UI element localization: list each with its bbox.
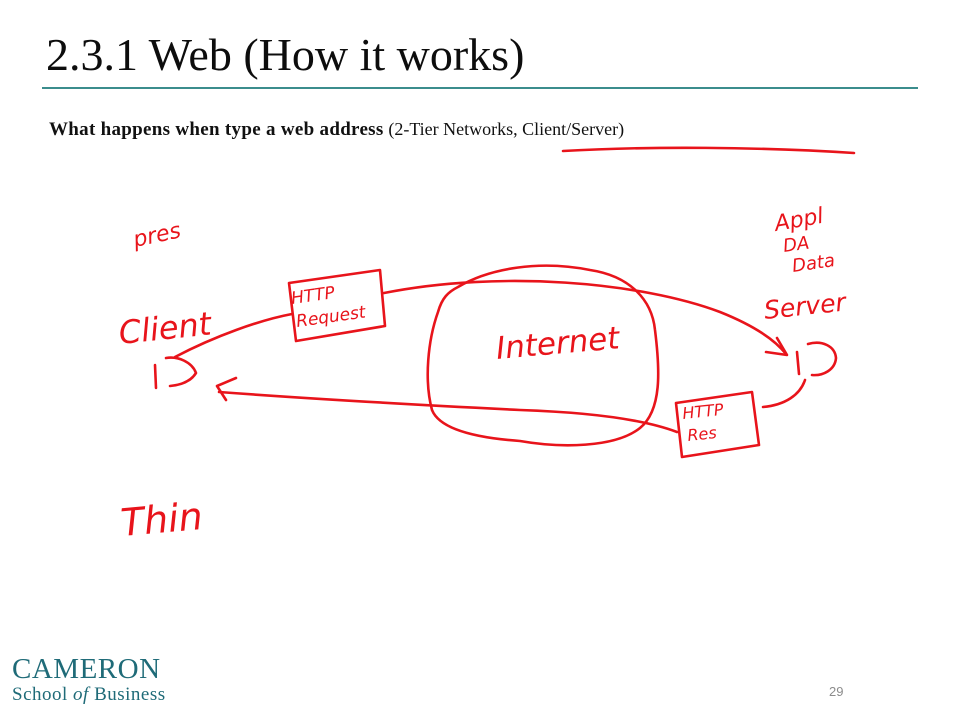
subtitle-underline bbox=[561, 146, 856, 155]
logo-line2: School of Business bbox=[12, 684, 166, 706]
http-response-box bbox=[674, 390, 761, 459]
page-number: 29 bbox=[829, 684, 844, 699]
http-response-label-line1: HTTP bbox=[681, 400, 724, 423]
logo-word-of: of bbox=[73, 684, 89, 705]
server-note-line1: Appl bbox=[771, 204, 826, 237]
thin-label: Thin bbox=[119, 494, 204, 545]
logo-word-school: School bbox=[12, 684, 74, 705]
internet-cloud bbox=[426, 264, 660, 447]
server-label: Server bbox=[763, 287, 849, 325]
logo-word-business: Business bbox=[88, 684, 166, 705]
server-note-line2: DA bbox=[782, 233, 811, 257]
pres-label: pres bbox=[130, 218, 183, 253]
response-arrowhead bbox=[215, 376, 238, 402]
client-device-icon bbox=[153, 356, 198, 390]
http-request-label-line1: HTTP bbox=[290, 283, 337, 309]
slide-subtitle: What happens when type a web address (2-… bbox=[49, 116, 624, 143]
subtitle-note: (2-Tier Networks, Client/Server) bbox=[388, 119, 625, 139]
slide-title: 2.3.1 Web (How it works) bbox=[46, 29, 525, 80]
request-arrowhead bbox=[764, 336, 789, 357]
client-to-request-line bbox=[173, 312, 294, 359]
cameron-logo: CAMERON School of Business bbox=[12, 654, 166, 706]
subtitle-question: What happens when type a web address bbox=[49, 119, 384, 140]
http-response-label-line2: Res bbox=[686, 423, 717, 445]
server-to-response-line bbox=[761, 378, 807, 409]
title-divider bbox=[42, 87, 918, 89]
logo-line1: CAMERON bbox=[12, 653, 161, 685]
http-request-box bbox=[287, 268, 387, 343]
server-device-icon bbox=[795, 341, 838, 377]
internet-label: Internet bbox=[495, 320, 623, 367]
response-arrow bbox=[217, 390, 679, 434]
